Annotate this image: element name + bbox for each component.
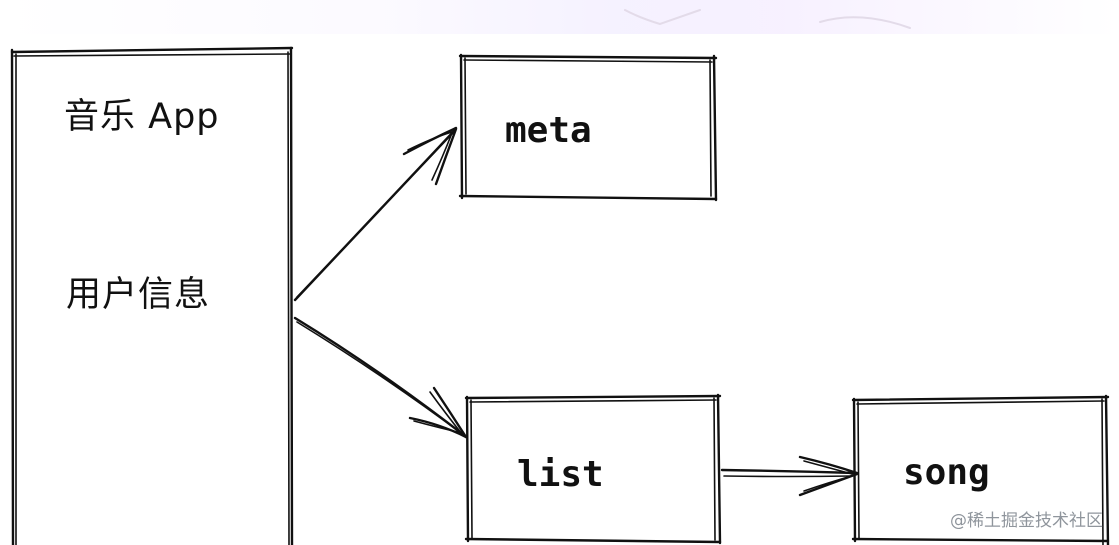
list-box-outline (464, 393, 722, 545)
app-box-outline (10, 46, 294, 545)
meta-box-outline (458, 53, 718, 202)
top-decorative-strip (0, 0, 1119, 34)
watermark: @稀土掘金技术社区 (950, 511, 1103, 531)
arrow-app-to-list (293, 316, 468, 439)
app-subtitle: 用户信息 (66, 275, 211, 315)
app-title: 音乐 App (64, 97, 220, 137)
top-faint-sketch-2 (819, 16, 911, 29)
song-box-outline (851, 394, 1110, 545)
top-faint-sketch (624, 9, 701, 26)
song-label: song (903, 452, 990, 493)
arrow-list-to-song (720, 455, 859, 497)
list-label: list (517, 454, 604, 495)
arrow-app-to-meta (293, 126, 458, 302)
meta-label: meta (505, 110, 592, 151)
